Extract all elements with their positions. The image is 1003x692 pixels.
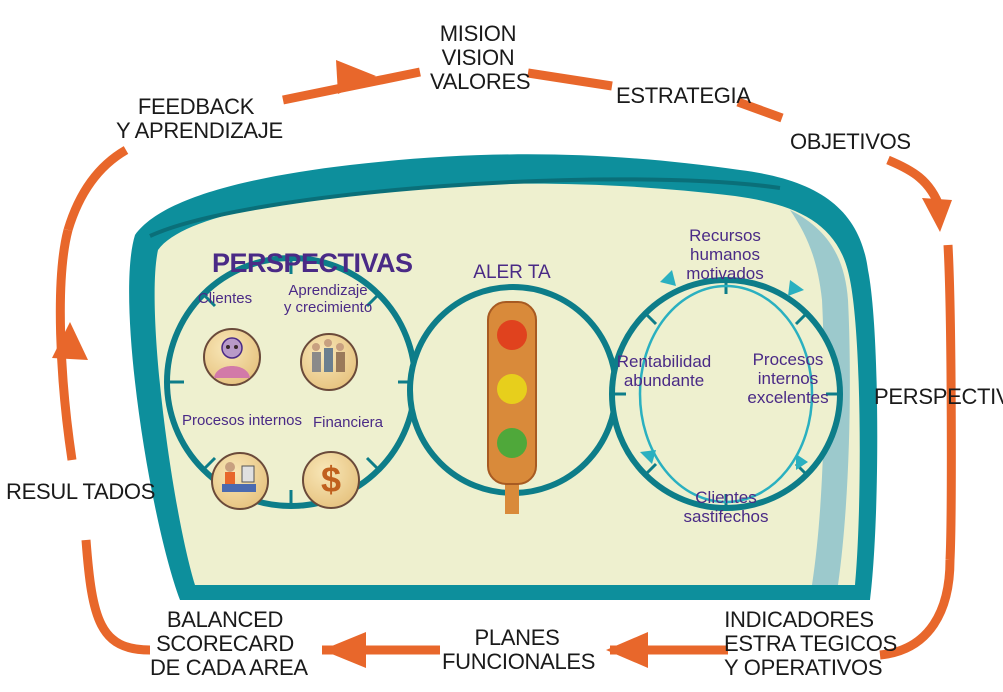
abundante-text: abundante bbox=[614, 371, 714, 390]
operativos-text: Y OPERATIVOS bbox=[724, 656, 874, 680]
perspectivas-title: PERSPECTIVAS bbox=[212, 248, 372, 278]
rentabilidad-text: Rentabilidad bbox=[614, 352, 714, 371]
indicadores-label: INDICADORES ESTRA TEGICOS Y OPERATIVOS bbox=[724, 608, 874, 680]
woman-avatar-icon bbox=[204, 329, 260, 385]
aprendizaje-label: Aprendizaje y crecimiento bbox=[276, 282, 380, 316]
crecimiento-text: y crecimiento bbox=[276, 299, 380, 316]
arrow-head-balanced bbox=[322, 632, 366, 668]
internos-text: internos bbox=[738, 369, 838, 388]
aprendizaje-text: Y APRENDIZAJE bbox=[116, 119, 276, 143]
financiera-label: Financiera bbox=[308, 414, 388, 431]
balanced-scorecard-label: BALANCED SCORECARD DE CADA AREA bbox=[150, 608, 300, 680]
alerta-title: ALER TA bbox=[462, 262, 562, 283]
arrow-head-planes bbox=[606, 632, 648, 668]
objetivos-label: OBJETIVOS bbox=[790, 130, 890, 154]
worker-at-desk-icon bbox=[212, 453, 268, 509]
de-cada-area-text: DE CADA AREA bbox=[150, 656, 300, 680]
scorecard-text: SCORECARD bbox=[150, 632, 300, 656]
arrow-mision-to-estrategia bbox=[528, 73, 612, 86]
procesos-text: Procesos bbox=[738, 350, 838, 369]
dollar-symbol: $ bbox=[315, 460, 347, 500]
resultados-label: RESUL TADOS bbox=[6, 480, 126, 504]
clientes-satisfechos-label: Clientes sastifechos bbox=[676, 488, 776, 526]
mision-vision-valores-label: MISION VISION VALORES bbox=[430, 22, 526, 94]
recursos-humanos-label: Recursos humanos motivados bbox=[660, 226, 790, 283]
mision-text: MISION bbox=[430, 22, 526, 46]
people-group-icon bbox=[301, 334, 357, 390]
recursos-text: Recursos bbox=[660, 226, 790, 245]
planes-text: PLANES bbox=[442, 626, 592, 650]
indicadores-text: INDICADORES bbox=[724, 608, 874, 632]
estrategicos-text: ESTRA TEGICOS bbox=[724, 632, 874, 656]
excelentes-text: excelentes bbox=[738, 388, 838, 407]
estrategia-label: ESTRATEGIA bbox=[616, 84, 732, 108]
planes-funcionales-label: PLANES FUNCIONALES bbox=[442, 626, 592, 674]
balanced-text: BALANCED bbox=[150, 608, 300, 632]
rentabilidad-label: Rentabilidad abundante bbox=[614, 352, 714, 390]
clientes-text: Clientes bbox=[676, 488, 776, 507]
motivados-text: motivados bbox=[660, 264, 790, 283]
procesos-internos-label: Procesos internos bbox=[178, 412, 306, 429]
perspectivas-outer-label: PERSPECTIVAS bbox=[874, 385, 1003, 409]
sastifechos-text: sastifechos bbox=[676, 507, 776, 526]
valores-text: VALORES bbox=[430, 70, 526, 94]
arrow-feedback-curve bbox=[68, 150, 126, 230]
clientes-label: Clientes bbox=[190, 290, 260, 307]
feedback-text: FEEDBACK bbox=[116, 95, 276, 119]
procesos-excelentes-label: Procesos internos excelentes bbox=[738, 350, 838, 407]
arrow-head-perspectivas bbox=[922, 198, 952, 232]
arrow-balanced-to-resultados bbox=[86, 540, 150, 650]
aprendizaje-text: Aprendizaje bbox=[276, 282, 380, 299]
funcionales-text: FUNCIONALES bbox=[442, 650, 592, 674]
humanos-text: humanos bbox=[660, 245, 790, 264]
feedback-label: FEEDBACK Y APRENDIZAJE bbox=[116, 95, 276, 143]
vision-text: VISION bbox=[430, 46, 526, 70]
